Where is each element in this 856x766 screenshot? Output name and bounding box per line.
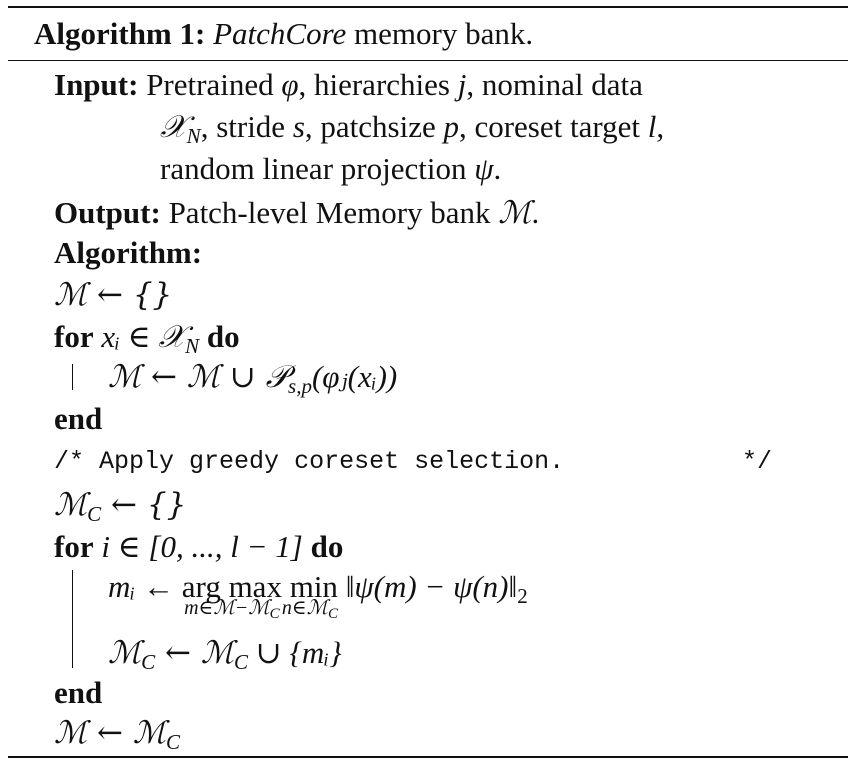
end-loop-1: end bbox=[54, 401, 103, 436]
output-line: Output: Patch-level Memory bank ℳ. bbox=[54, 194, 539, 232]
init-memory-bank: ℳ ← {} bbox=[54, 277, 173, 313]
x-calligraphic: 𝒳 bbox=[160, 109, 187, 145]
l-symbol: l bbox=[647, 109, 657, 144]
input-text: , bbox=[656, 109, 665, 144]
output-text: . bbox=[531, 195, 540, 230]
init-coreset: ℳC ← {} bbox=[54, 486, 187, 526]
loop-2-bar bbox=[72, 570, 73, 668]
for-condition-subscript: N bbox=[185, 334, 200, 358]
for-loop-1: for xᵢ ∈ 𝒳N do bbox=[54, 318, 240, 358]
input-text: random linear projection bbox=[160, 151, 475, 186]
argmax-under-subscript: C bbox=[269, 606, 280, 622]
title-rule bbox=[8, 60, 848, 61]
init-coreset-rest: ← {} bbox=[101, 487, 187, 523]
final-assignment: ℳ ← ℳC bbox=[54, 714, 180, 754]
loop-1-bar bbox=[72, 364, 73, 390]
p-symbol: p bbox=[443, 109, 459, 144]
min-text: min bbox=[289, 569, 338, 604]
top-rule bbox=[8, 6, 848, 8]
psi-symbol: ψ bbox=[474, 151, 494, 186]
min-under-text: n∈ℳ bbox=[281, 597, 329, 619]
for-condition: xᵢ ∈ 𝒳 bbox=[101, 319, 186, 354]
input-line-1: Input: Pretrained φ, hierarchies j, nomi… bbox=[54, 66, 643, 104]
mc-subscript: C bbox=[141, 650, 156, 674]
mc-subscript: C bbox=[87, 502, 102, 526]
input-text: . bbox=[493, 151, 502, 186]
update-expr: ℳ ← ℳ ∪ 𝒫 bbox=[108, 359, 289, 395]
input-text: , patchsize bbox=[304, 109, 444, 144]
m-symbol: ℳ bbox=[498, 195, 532, 231]
argmax-under: m∈ℳ−ℳC bbox=[184, 597, 280, 622]
update-expr-rest: (φⱼ(xᵢ)) bbox=[311, 359, 398, 394]
bottom-rule bbox=[8, 756, 848, 758]
comment-close: */ bbox=[742, 447, 773, 476]
input-text: Pretrained bbox=[138, 67, 282, 102]
argmax-text: arg max bbox=[181, 569, 282, 604]
input-text: , stride bbox=[200, 109, 293, 144]
norm-subscript: 2 bbox=[517, 584, 528, 608]
end-loop-2: end bbox=[54, 675, 103, 710]
input-label: Input: bbox=[54, 67, 139, 102]
argmax-lhs: mᵢ ← bbox=[108, 569, 175, 604]
do-keyword: do bbox=[206, 319, 240, 354]
final-expr: ℳ ← ℳ bbox=[54, 715, 166, 751]
algorithm-title-rest: memory bank. bbox=[346, 16, 534, 51]
coreset-update: ℳC ← ℳC ∪ {mᵢ} bbox=[108, 634, 342, 674]
mc-symbol: ℳ bbox=[108, 635, 142, 671]
comment-text: Apply greedy coreset selection. bbox=[99, 447, 565, 476]
input-line-3: random linear projection ψ. bbox=[160, 150, 501, 188]
input-text: , nominal data bbox=[466, 67, 643, 102]
final-subscript: C bbox=[165, 730, 180, 754]
for-condition: i ∈ [0, ..., l − 1] bbox=[101, 529, 303, 564]
mc-subscript: C bbox=[234, 650, 249, 674]
update-memory-bank: ℳ ← ℳ ∪ 𝒫s,p(φⱼ(xᵢ)) bbox=[108, 358, 398, 398]
argmax-under-text: m∈ℳ−ℳ bbox=[184, 597, 270, 619]
s-symbol: s bbox=[292, 109, 305, 144]
do-keyword: do bbox=[310, 529, 344, 564]
algorithm-box: Algorithm 1: PatchCore memory bank. Inpu… bbox=[8, 0, 848, 766]
input-line-2: 𝒳N, stride s, patchsize p, coreset targe… bbox=[160, 108, 665, 148]
comment-open: /* bbox=[54, 447, 85, 476]
for-loop-2: for i ∈ [0, ..., l − 1] do bbox=[54, 528, 343, 566]
min-under-subscript: C bbox=[328, 606, 339, 622]
output-label: Output: bbox=[54, 195, 161, 230]
input-text: , hierarchies bbox=[298, 67, 458, 102]
mc-symbol: ← ℳ bbox=[155, 635, 235, 671]
algorithm-name: PatchCore bbox=[213, 16, 347, 51]
algorithm-label: Algorithm 1: bbox=[34, 16, 206, 51]
x-subscript: N bbox=[186, 124, 201, 148]
algorithm-section-label: Algorithm: bbox=[54, 235, 203, 270]
for-keyword: for bbox=[54, 319, 94, 354]
phi-symbol: φ bbox=[281, 67, 299, 102]
comment-line: /* Apply greedy coreset selection. bbox=[54, 446, 564, 478]
min-under: n∈ℳC bbox=[281, 597, 338, 622]
output-text: Patch-level Memory bank bbox=[160, 195, 499, 230]
norm-expr: ‖ψ(m) − ψ(n)‖ bbox=[345, 569, 518, 604]
j-symbol: j bbox=[457, 67, 467, 102]
algorithm-title: Algorithm 1: PatchCore memory bank. bbox=[34, 14, 533, 54]
mc-symbol: ℳ bbox=[54, 487, 88, 523]
coreset-update-rest: ∪ {mᵢ} bbox=[248, 635, 342, 670]
update-subscript: s,p bbox=[288, 374, 312, 398]
input-text: , coreset target bbox=[458, 109, 648, 144]
for-keyword: for bbox=[54, 529, 94, 564]
